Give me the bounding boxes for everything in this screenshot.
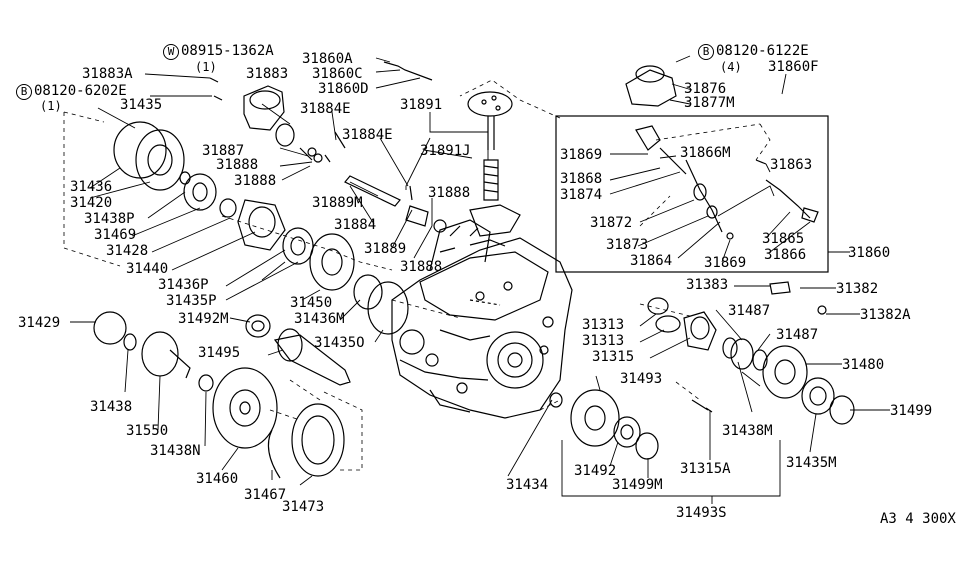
- part-label-31382a: 31382A: [860, 307, 911, 323]
- part-label-31891j: 31891J: [420, 143, 471, 159]
- part-label-31382: 31382: [836, 281, 879, 297]
- part-label-31866m: 31866M: [680, 145, 731, 161]
- part-label-31860a: 31860A: [302, 51, 353, 67]
- part-label-31313-a: 31313: [582, 317, 625, 333]
- part-label-31873: 31873: [606, 237, 649, 253]
- part-label-31888-c: 31888: [428, 185, 471, 201]
- part-label-31866: 31866: [764, 247, 807, 263]
- part-label-31435m: 31435M: [786, 455, 837, 471]
- part-label-31438n: 31438N: [150, 443, 201, 459]
- part-label-31860f: 31860F: [768, 59, 819, 75]
- dashed-guides: [63, 79, 771, 471]
- part-label-31429: 31429: [18, 315, 61, 331]
- part-label-31493: 31493: [620, 371, 663, 387]
- part-label-31889: 31889: [364, 241, 407, 257]
- part-label-31876: 31876: [684, 81, 727, 97]
- part-label-31883: 31883: [246, 66, 289, 82]
- part-label-31877m: 31877M: [684, 95, 735, 111]
- part-label-31869-a: 31869: [560, 147, 603, 163]
- part-label-31887: 31887: [202, 143, 245, 159]
- part-label-31435: 31435: [120, 97, 163, 113]
- right-components: [549, 281, 855, 460]
- part-label-31883a: 31883A: [82, 66, 133, 82]
- inset-leader: [717, 185, 775, 217]
- part-label-31884e-b: 31884E: [342, 127, 393, 143]
- part-label-31888-b: 31888: [234, 173, 277, 189]
- part-label-31487-b: 31487: [776, 327, 819, 343]
- part-label-31868: 31868: [560, 171, 603, 187]
- part-label-31438m: 31438M: [722, 423, 773, 439]
- inset-assembly: [555, 65, 829, 273]
- callout-qty: (4): [720, 60, 742, 74]
- part-label-31383: 31383: [686, 277, 729, 293]
- part-label-31864: 31864: [630, 253, 673, 269]
- part-label-31499m: 31499M: [612, 477, 663, 493]
- part-label-31436: 31436: [70, 179, 113, 195]
- part-label-31492: 31492: [574, 463, 617, 479]
- part-label-31884e-a: 31884E: [300, 101, 351, 117]
- part-label-31888-d: 31888: [400, 259, 443, 275]
- part-label-31889m: 31889M: [312, 195, 363, 211]
- part-label-31487-a: 31487: [728, 303, 771, 319]
- part-label-31434: 31434: [506, 477, 549, 493]
- part-label-31435p: 31435P: [166, 293, 217, 309]
- part-label-31420: 31420: [70, 195, 113, 211]
- part-label-31480: 31480: [842, 357, 885, 373]
- circled-prefix: B: [698, 44, 714, 60]
- part-label-31863: 31863: [770, 157, 813, 173]
- part-label-31315a: 31315A: [680, 461, 731, 477]
- part-label-31860c: 31860C: [312, 66, 363, 82]
- part-label-31493s: 31493S: [676, 505, 727, 521]
- circled-prefix: B: [16, 84, 32, 100]
- part-label-31469: 31469: [94, 227, 137, 243]
- part-label-31888-a: 31888: [216, 157, 259, 173]
- leader-lines: [70, 55, 890, 504]
- part-label-31499: 31499: [890, 403, 933, 419]
- part-label-31450: 31450: [290, 295, 333, 311]
- transmission-case: [391, 219, 573, 419]
- callout-part: 08120-6122E: [716, 43, 809, 59]
- circled-prefix: W: [163, 44, 179, 60]
- part-label-31440: 31440: [126, 261, 169, 277]
- part-label-31872: 31872: [590, 215, 633, 231]
- part-label-31865: 31865: [762, 231, 805, 247]
- part-label-31436m: 31436M: [294, 311, 345, 327]
- part-label-31460: 31460: [196, 471, 239, 487]
- part-label-31315: 31315: [592, 349, 635, 365]
- part-label-31860: 31860: [848, 245, 891, 261]
- left-gear-stack: [93, 121, 409, 479]
- part-label-31550: 31550: [126, 423, 169, 439]
- part-label-31313-b: 31313: [582, 333, 625, 349]
- part-label-31467: 31467: [244, 487, 287, 503]
- callout-part: 08915-1362A: [181, 43, 274, 59]
- part-label-31860d: 31860D: [318, 81, 369, 97]
- part-label-31495: 31495: [198, 345, 241, 361]
- shift-assembly: [209, 61, 521, 237]
- part-label-31438p: 31438P: [84, 211, 135, 227]
- callout-qty: (1): [40, 99, 62, 113]
- part-label-31874: 31874: [560, 187, 603, 203]
- part-label-31891: 31891: [400, 97, 443, 113]
- callout-part: 08120-6202E: [34, 83, 127, 99]
- part-label-31884: 31884: [334, 217, 377, 233]
- part-label-31428: 31428: [106, 243, 149, 259]
- callout-qty: (1): [195, 60, 217, 74]
- part-label-31438: 31438: [90, 399, 133, 415]
- part-label-31435o: 31435O: [314, 335, 365, 351]
- part-label-31869-b: 31869: [704, 255, 747, 271]
- part-label-31473: 31473: [282, 499, 325, 515]
- figure-code: A3 4 300X: [880, 511, 956, 527]
- part-label-31436p: 31436P: [158, 277, 209, 293]
- part-label-31492m: 31492M: [178, 311, 229, 327]
